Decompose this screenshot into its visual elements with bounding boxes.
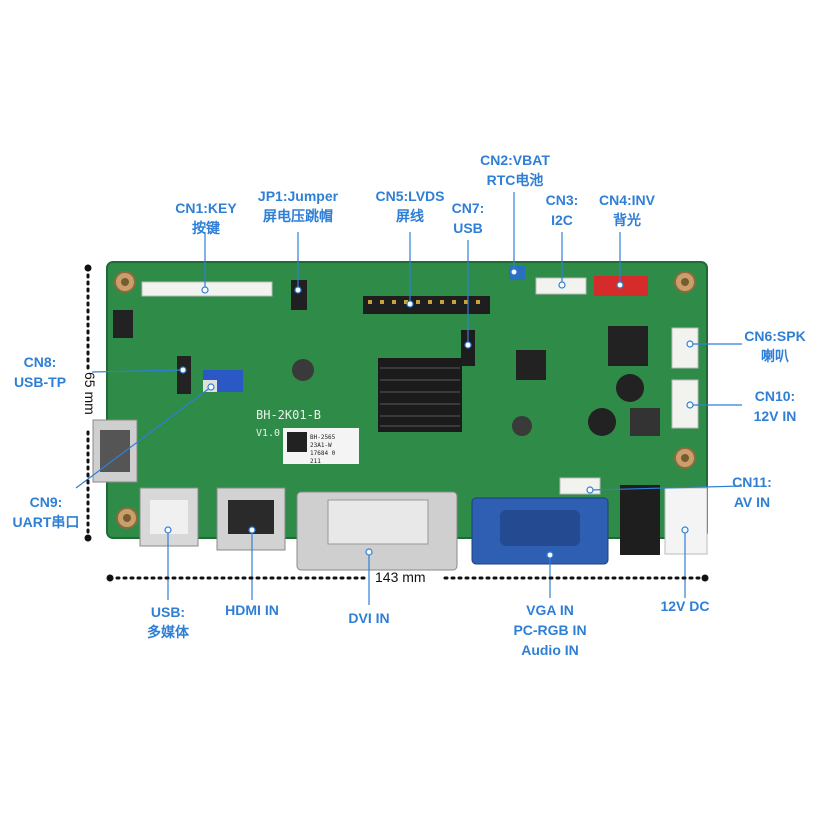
dvi-in-label: DVI IN (339, 608, 399, 628)
cn4-inv-label: CN4:INV 背光 (590, 190, 664, 230)
cn5-lvds-label: CN5:LVDS 屏线 (365, 186, 455, 226)
hdmi-title: HDMI IN (225, 602, 279, 618)
usb-media-label: USB: 多媒体 (135, 602, 201, 642)
cn10-12v-label: CN10: 12V IN (740, 386, 810, 426)
cn11-av-label: CN11: AV IN (722, 472, 782, 512)
cn3-i2c-label: CN3: I2C (535, 190, 589, 230)
height-dimension-label: 65 mm (82, 372, 98, 415)
cn6-title: CN6:SPK (744, 328, 806, 344)
sticker-line: 23A1-W (310, 442, 332, 449)
sticker-line: BH-2565 (310, 434, 336, 441)
cn9-desc: UART串口 (12, 514, 80, 530)
jp1-desc: 屏电压跳帽 (263, 208, 333, 224)
dvi-title: DVI IN (348, 610, 390, 626)
hdmi-in-label: HDMI IN (212, 600, 292, 620)
sticker-line: 17684 0 (310, 450, 336, 457)
cn7-title: CN7: (451, 200, 485, 216)
jp1-title: JP1:Jumper (257, 188, 339, 204)
cn6-spk-label: CN6:SPK 喇叭 (740, 326, 810, 366)
cn7-usb-label: CN7: USB (443, 198, 493, 238)
dc-title: 12V DC (660, 598, 710, 614)
cn8-usb-tp-label: CN8: USB-TP (2, 352, 78, 392)
jp1-jumper-label: JP1:Jumper 屏电压跳帽 (250, 186, 346, 226)
cn1-desc: 按键 (192, 220, 220, 236)
cn11-desc: AV IN (733, 494, 771, 510)
cn9-uart-label: CN9: UART串口 (2, 492, 90, 532)
cn10-desc: 12V IN (753, 408, 797, 424)
cn7-desc: USB (453, 220, 483, 236)
cn9-title: CN9: (29, 494, 63, 510)
vga-title: VGA IN (526, 602, 574, 618)
sticker-line: 211 (310, 458, 321, 465)
cn8-desc: USB-TP (13, 374, 67, 390)
usb-title: USB: (150, 604, 186, 620)
width-dimension-label: 143 mm (375, 569, 426, 585)
cn2-vbat-label: CN2:VBAT RTC电池 (470, 150, 560, 190)
cn5-title: CN5:LVDS (375, 188, 445, 204)
cn2-title: CN2:VBAT (480, 152, 550, 168)
board-model-text: BH-2K01-B (256, 408, 321, 422)
cn3-title: CN3: (545, 192, 579, 208)
cn5-desc: 屏线 (396, 208, 424, 224)
vga-desc-rgb: PC-RGB IN (513, 622, 587, 638)
cn4-desc: 背光 (613, 212, 641, 228)
vga-desc-audio: Audio IN (521, 642, 579, 658)
vga-in-label: VGA IN PC-RGB IN Audio IN (500, 600, 600, 660)
cn1-key-label: CN1:KEY 按键 (160, 198, 252, 238)
cn1-title: CN1:KEY (175, 200, 237, 216)
cn2-desc: RTC电池 (486, 172, 544, 188)
dc-12v-label: 12V DC (650, 596, 720, 616)
cn4-title: CN4:INV (598, 192, 655, 208)
cn3-desc: I2C (551, 212, 573, 228)
cn10-title: CN10: (754, 388, 796, 404)
board-version-text: V1.0 (256, 428, 280, 439)
usb-desc: 多媒体 (147, 624, 189, 640)
cn6-desc: 喇叭 (761, 348, 789, 364)
cn8-title: CN8: (23, 354, 57, 370)
cn11-title: CN11: (732, 474, 772, 490)
